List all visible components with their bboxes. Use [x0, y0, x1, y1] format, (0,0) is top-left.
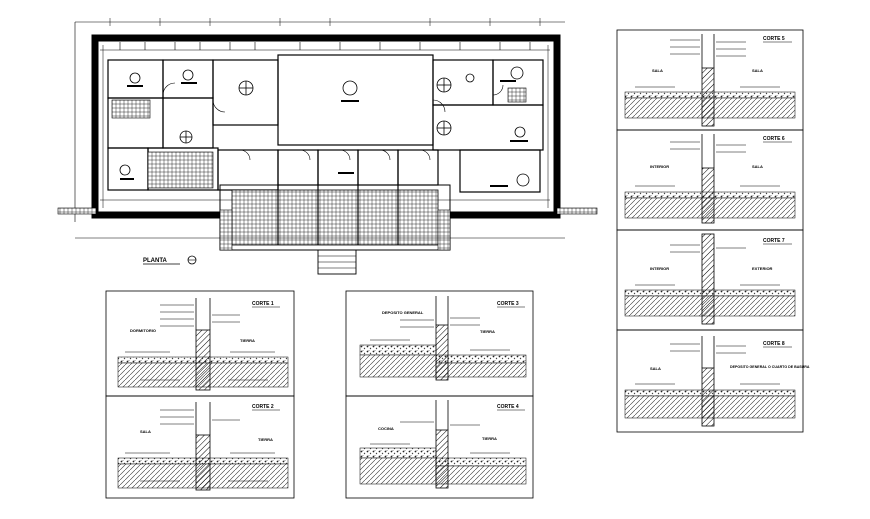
section-title: CORTE 6 [763, 136, 785, 142]
section-corte-8: CORTE 8 SALA DEPOSITO GENERAL O CUARTO D… [616, 329, 810, 433]
section-marker-icon [187, 255, 197, 265]
section-label-left: DORMITORIO [130, 328, 156, 333]
section-label-left: DEPOSITO GENERAL [382, 310, 424, 315]
section-label-right: TIERRA [240, 338, 255, 343]
section-corte-6: CORTE 6 INTERIOR SALA [616, 129, 804, 231]
section-title: CORTE 3 [497, 301, 519, 307]
section-label-right: EXTERIOR [752, 266, 773, 271]
section-label-left: SALA [652, 68, 663, 73]
section-corte-2: CORTE 2 SALA TIERRA [105, 395, 295, 499]
section-label-right: DEPOSITO GENERAL O CUARTO DE BASURA [730, 365, 810, 369]
section-title: CORTE 1 [252, 301, 274, 307]
section-corte-1: CORTE 1 DORMITORIO TIERRA [105, 290, 295, 397]
section-label-left: COCINA [378, 426, 394, 431]
section-label-left: INTERIOR [650, 266, 669, 271]
section-title: CORTE 8 [763, 341, 785, 347]
floor-plan: PLANTA [57, 18, 598, 275]
section-corte-3: CORTE 3 DEPOSITO GENERAL TIERRA [345, 290, 534, 397]
section-label-right: TIERRA [258, 437, 273, 442]
plan-title: PLANTA [143, 258, 168, 264]
section-title: CORTE 7 [763, 238, 785, 244]
section-title: CORTE 5 [763, 36, 785, 42]
section-label-left: SALA [650, 366, 661, 371]
section-title: CORTE 4 [497, 404, 519, 410]
section-label-right: TIERRA [482, 436, 497, 441]
section-corte-5: CORTE 5 SALA SALA [616, 29, 804, 131]
section-label-left: INTERIOR [650, 164, 669, 169]
section-title: CORTE 2 [252, 404, 274, 410]
section-label-right: SALA [752, 164, 763, 169]
section-corte-7: CORTE 7 INTERIOR EXTERIOR [616, 229, 804, 331]
section-label-right: SALA [752, 68, 763, 73]
section-corte-4: CORTE 4 COCINA TIERRA [345, 395, 534, 499]
section-label-right: TIERRA [480, 329, 495, 334]
section-label-left: SALA [140, 429, 151, 434]
